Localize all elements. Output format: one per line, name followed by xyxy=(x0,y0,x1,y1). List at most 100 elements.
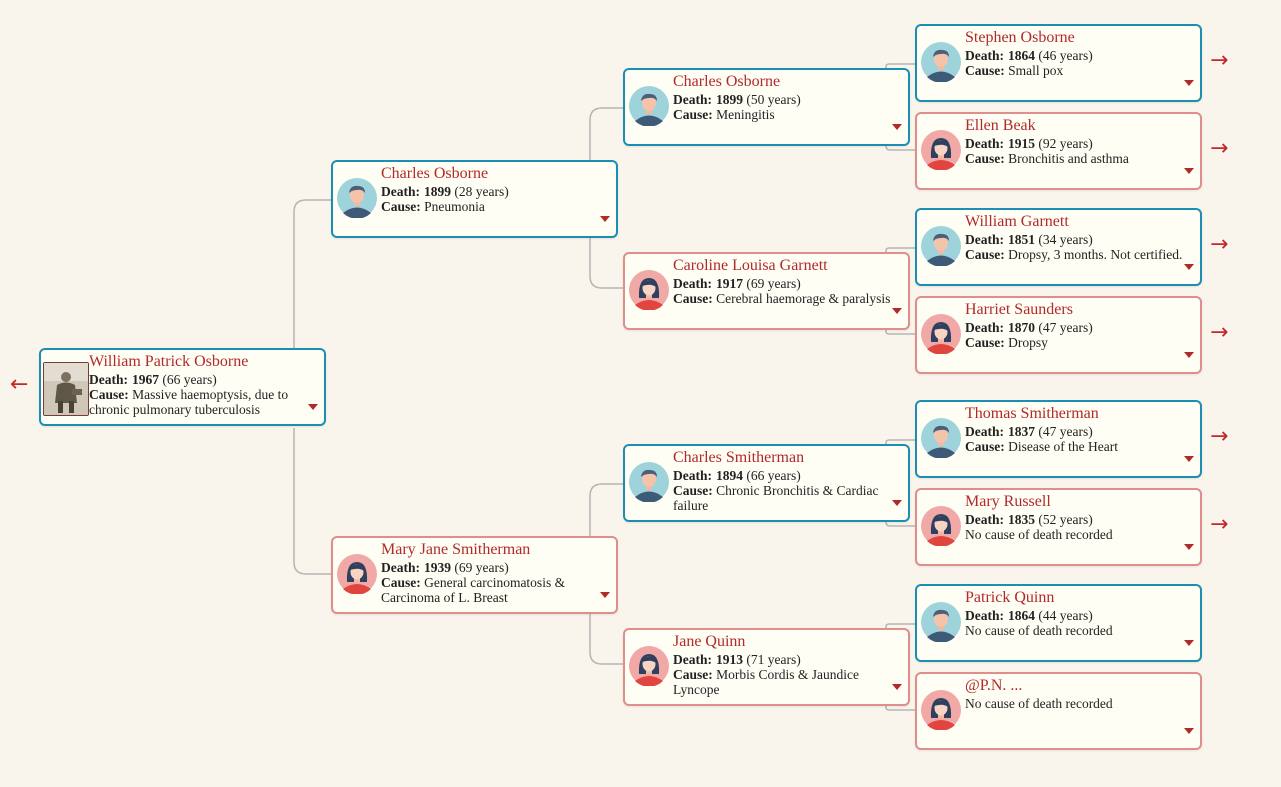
caret-down-icon[interactable] xyxy=(1184,640,1194,646)
caret-down-icon[interactable] xyxy=(1184,352,1194,358)
death-label: Death: xyxy=(673,276,712,291)
caret-down-icon[interactable] xyxy=(600,216,610,222)
age-at-death: (92 years) xyxy=(1038,136,1093,151)
death-line: Death:1899 (50 years) xyxy=(673,92,894,107)
caret-down-icon[interactable] xyxy=(1184,168,1194,174)
death-label: Death: xyxy=(89,372,128,387)
arrow-right-icon[interactable]: → xyxy=(1210,232,1229,257)
person-name[interactable]: Charles Osborne xyxy=(673,73,781,90)
person-name[interactable]: Patrick Quinn xyxy=(965,589,1055,606)
death-line: Death:1835 (52 years) xyxy=(965,512,1186,527)
person-name[interactable]: Stephen Osborne xyxy=(965,29,1075,46)
caret-down-icon[interactable] xyxy=(308,404,318,410)
caret-down-icon[interactable] xyxy=(892,500,902,506)
person-name[interactable]: Thomas Smitherman xyxy=(965,405,1099,422)
arrow-right-icon[interactable]: → xyxy=(1210,136,1229,161)
arrow-left-icon[interactable]: ← xyxy=(10,372,29,397)
person-name[interactable]: Harriet Saunders xyxy=(965,301,1073,318)
person-name[interactable]: Charles Smitherman xyxy=(673,449,805,466)
cause-label: Cause: xyxy=(381,199,421,214)
cause-line: Cause: Morbis Cordis & Jaundice Lyncope xyxy=(673,667,894,697)
caret-down-icon[interactable] xyxy=(1184,264,1194,270)
arrow-right-icon[interactable]: → xyxy=(1210,320,1229,345)
person-photo xyxy=(43,362,89,416)
cause-line: Cause: General carcinomatosis & Carcinom… xyxy=(381,575,602,605)
cause-of-death: Meningitis xyxy=(716,107,775,122)
death-year: 1835 xyxy=(1008,512,1035,527)
person-name[interactable]: Mary Russell xyxy=(965,493,1051,510)
age-at-death: (47 years) xyxy=(1038,424,1093,439)
age-at-death: (66 years) xyxy=(162,372,217,387)
death-label: Death: xyxy=(673,652,712,667)
cause-line: Cause: Dropsy xyxy=(965,335,1186,350)
death-label: Death: xyxy=(965,320,1004,335)
caret-down-icon[interactable] xyxy=(1184,456,1194,462)
cause-of-death: General carcinomatosis & Carcinoma of L.… xyxy=(381,575,566,605)
arrow-right-icon[interactable]: → xyxy=(1210,48,1229,73)
cause-label: Cause: xyxy=(965,63,1005,78)
death-line: Death:1899 (28 years) xyxy=(381,184,602,199)
death-year: 1913 xyxy=(716,652,743,667)
age-at-death: (69 years) xyxy=(454,560,509,575)
caret-down-icon[interactable] xyxy=(600,592,610,598)
person-name[interactable]: Jane Quinn xyxy=(673,633,746,650)
person-name[interactable]: Caroline Louisa Garnett xyxy=(673,257,828,274)
death-year: 1967 xyxy=(132,372,159,387)
age-at-death: (66 years) xyxy=(746,468,801,483)
death-label: Death: xyxy=(965,136,1004,151)
female-avatar-icon xyxy=(921,690,961,730)
arrow-right-icon[interactable]: → xyxy=(1210,424,1229,449)
female-avatar-icon xyxy=(921,506,961,546)
cause-label: Cause: xyxy=(673,483,713,498)
cause-line: Cause: Cerebral haemorage & paralysis xyxy=(673,291,894,306)
cause-label: Cause: xyxy=(381,575,421,590)
caret-down-icon[interactable] xyxy=(892,684,902,690)
person-name[interactable]: William Garnett xyxy=(965,213,1069,230)
caret-down-icon[interactable] xyxy=(892,124,902,130)
person-name[interactable]: @P.N. ... xyxy=(965,677,1023,694)
death-line: Death:1851 (34 years) xyxy=(965,232,1186,247)
age-at-death: (69 years) xyxy=(746,276,801,291)
caret-down-icon[interactable] xyxy=(1184,728,1194,734)
cause-line: Cause: Bronchitis and asthma xyxy=(965,151,1186,166)
cause-of-death: Small pox xyxy=(1008,63,1064,78)
death-year: 1851 xyxy=(1008,232,1035,247)
arrow-right-icon[interactable]: → xyxy=(1210,512,1229,537)
female-avatar-icon xyxy=(921,314,961,354)
male-avatar-icon xyxy=(921,226,961,266)
female-avatar-icon xyxy=(629,646,669,686)
cause-label: Cause: xyxy=(89,387,129,402)
person-name[interactable]: Charles Osborne xyxy=(381,165,489,182)
cause-of-death: Cerebral haemorage & paralysis xyxy=(716,291,891,306)
person-name[interactable]: Mary Jane Smitherman xyxy=(381,541,531,558)
caret-down-icon[interactable] xyxy=(1184,80,1194,86)
age-at-death: (28 years) xyxy=(454,184,509,199)
person-name[interactable]: William Patrick Osborne xyxy=(89,353,249,370)
death-label: Death: xyxy=(381,184,420,199)
person-name[interactable]: Ellen Beak xyxy=(965,117,1036,134)
cause-of-death: Chronic Bronchitis & Cardiac failure xyxy=(673,483,879,513)
cause-label: Cause: xyxy=(965,247,1005,262)
male-avatar-icon xyxy=(629,462,669,502)
person-card[interactable]: @P.N. ...No cause of death recorded xyxy=(915,672,1202,750)
cause-line: Cause: Disease of the Heart xyxy=(965,439,1186,454)
caret-down-icon[interactable] xyxy=(1184,544,1194,550)
death-label: Death: xyxy=(965,232,1004,247)
caret-down-icon[interactable] xyxy=(892,308,902,314)
male-avatar-icon xyxy=(921,42,961,82)
